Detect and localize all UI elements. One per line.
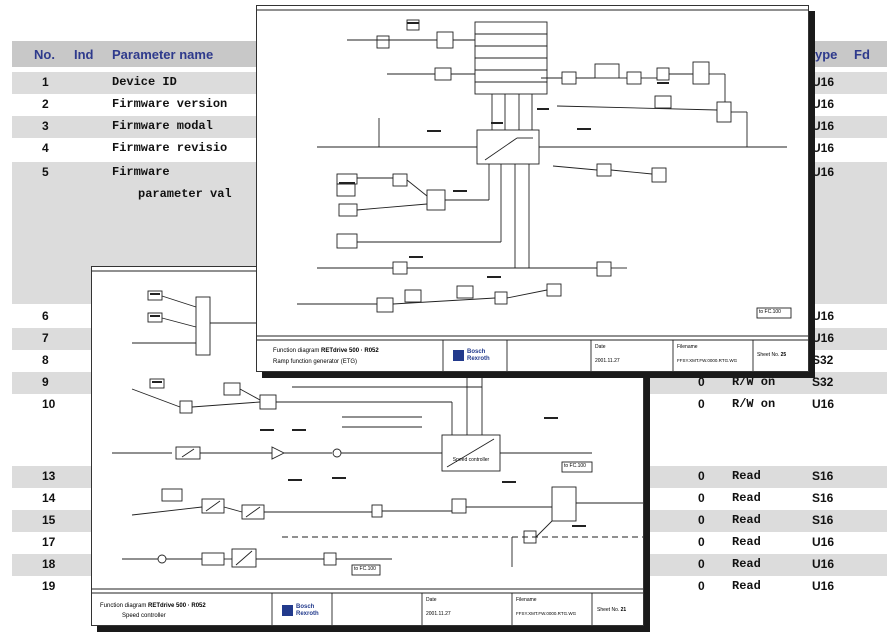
brand-text-front: Bosch Rexroth bbox=[467, 349, 490, 362]
row-number: 7 bbox=[42, 331, 49, 345]
ramp-generator-diagram bbox=[257, 9, 808, 371]
front-date-label: Date bbox=[595, 344, 606, 350]
table-row: 10 0 R/W on U16 bbox=[12, 394, 887, 416]
back-date: 2001.11.27 bbox=[426, 611, 451, 617]
front-title: Function diagram RETdrive 500 · R052 bbox=[273, 348, 379, 354]
row-col: 0 bbox=[698, 557, 705, 571]
col-name-header: Parameter name bbox=[112, 47, 214, 62]
row-type: S16 bbox=[812, 491, 834, 505]
row-col: 0 bbox=[698, 535, 705, 549]
row-access: Read bbox=[732, 513, 761, 527]
row-number: 8 bbox=[42, 353, 49, 367]
back-filename-label: Filename bbox=[516, 597, 537, 603]
table-row: 2 Firmware version U16 bbox=[12, 94, 887, 116]
row-number: 5 bbox=[42, 165, 49, 179]
front-subtitle: Ramp function generator (ETG) bbox=[273, 359, 358, 365]
row-number: 14 bbox=[42, 491, 56, 505]
row-parameter-name: Firmware revisio bbox=[112, 141, 228, 155]
rexroth-logo bbox=[282, 605, 293, 616]
row-number: 15 bbox=[42, 513, 56, 527]
row-parameter-name: Firmware modal bbox=[112, 119, 213, 133]
row-number: 10 bbox=[42, 397, 56, 411]
ref-box-2: to FC.100 bbox=[354, 566, 376, 572]
table-row: 8 S32 bbox=[12, 350, 887, 372]
back-sheet-no: Sheet No. 21 bbox=[597, 607, 627, 613]
row-access: R/W on bbox=[732, 397, 776, 411]
row-type: U16 bbox=[812, 309, 835, 323]
row-access: R/W on bbox=[732, 375, 776, 389]
col-fd-header: Fd bbox=[854, 47, 870, 62]
row-access: Read bbox=[732, 469, 761, 483]
table-row: 17 0 Read U16 bbox=[12, 532, 887, 554]
col-type-header: ype bbox=[815, 47, 838, 62]
table-row: 19 0 Read U16 bbox=[12, 576, 887, 598]
row-number: 4 bbox=[42, 141, 49, 155]
row-type: S16 bbox=[812, 469, 834, 483]
front-date: 2001.11.27 bbox=[595, 358, 620, 364]
row-number: 9 bbox=[42, 375, 49, 389]
brand-text: Bosch Rexroth bbox=[296, 604, 319, 617]
row-number: 17 bbox=[42, 535, 56, 549]
row-parameter-name: Firmware bbox=[112, 165, 170, 179]
row-parameter-name-cont: parameter val bbox=[138, 187, 232, 201]
row-type: S32 bbox=[812, 353, 834, 367]
row-col: 0 bbox=[698, 469, 705, 483]
row-parameter-name: Firmware version bbox=[112, 97, 228, 111]
front-sheet-no: Sheet No. 25 bbox=[757, 352, 787, 358]
ref-box-front: to FC.100 bbox=[759, 309, 781, 315]
row-type: U16 bbox=[812, 141, 835, 155]
row-number: 2 bbox=[42, 97, 49, 111]
row-access: Read bbox=[732, 491, 761, 505]
row-parameter-name: Device ID bbox=[112, 75, 177, 89]
row-type: U16 bbox=[812, 397, 835, 411]
row-number: 18 bbox=[42, 557, 56, 571]
row-number: 1 bbox=[42, 75, 49, 89]
row-type: S32 bbox=[812, 375, 834, 389]
front-filename-label: Filename bbox=[677, 344, 698, 350]
col-ind-header: Ind bbox=[74, 47, 94, 62]
speed-controller-block-label: Speed controller bbox=[452, 457, 490, 463]
col-no-header: No. bbox=[34, 47, 55, 62]
row-number: 13 bbox=[42, 469, 56, 483]
row-type: U16 bbox=[812, 75, 835, 89]
row-col: 0 bbox=[698, 375, 705, 389]
row-col: 0 bbox=[698, 513, 705, 527]
row-access: Read bbox=[732, 579, 761, 593]
row-number: 6 bbox=[42, 309, 49, 323]
back-date-label: Date bbox=[426, 597, 437, 603]
row-number: 19 bbox=[42, 579, 56, 593]
row-type: U16 bbox=[812, 165, 835, 179]
row-type: U16 bbox=[812, 535, 835, 549]
back-filename: FFSY.XMT.FW.0000.RTG.WG bbox=[516, 611, 577, 616]
back-title: Function diagram RETdrive 500 · R052 bbox=[100, 603, 206, 609]
row-access: Read bbox=[732, 535, 761, 549]
table-row: 6 U16 bbox=[12, 306, 887, 328]
row-type: U16 bbox=[812, 557, 835, 571]
table-row: 14 0 Read S16 bbox=[12, 488, 887, 510]
row-access: Read bbox=[732, 557, 761, 571]
row-col: 0 bbox=[698, 397, 705, 411]
row-type: U16 bbox=[812, 579, 835, 593]
row-type: U16 bbox=[812, 331, 835, 345]
row-col: 0 bbox=[698, 579, 705, 593]
row-col: 0 bbox=[698, 491, 705, 505]
front-filename: FFSY.XMT.FW.0000.RTG.WG bbox=[677, 358, 738, 363]
row-type: S16 bbox=[812, 513, 834, 527]
row-number: 3 bbox=[42, 119, 49, 133]
row-type: U16 bbox=[812, 119, 835, 133]
row-type: U16 bbox=[812, 97, 835, 111]
table-row: 4 Firmware revisio U16 bbox=[12, 138, 887, 160]
rexroth-logo-front bbox=[453, 350, 464, 361]
ref-box-1: to FC.100 bbox=[564, 463, 586, 469]
back-subtitle: Speed controller bbox=[122, 613, 166, 619]
function-diagram-ramp-generator: to FC.100 Function diagram RETdrive 500 … bbox=[256, 5, 809, 372]
